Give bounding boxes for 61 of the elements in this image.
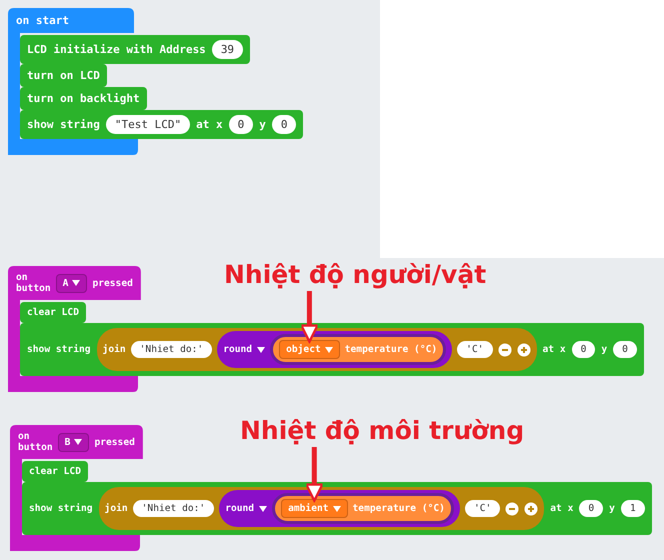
reporter-block [270,334,446,365]
arrow [305,447,324,502]
dropdown-label: ambient [288,503,329,514]
dropdown [279,340,340,359]
statement-block [20,35,250,64]
block-label: LCD initialize with Address [27,43,206,56]
block-label: join [104,503,128,514]
statement-block [22,461,88,482]
block-label: y [601,344,608,355]
value-field: "Test LCD" [106,115,190,134]
value-field: 39 [212,40,244,59]
block-label: at x [196,118,223,131]
value-field: 0 [572,341,596,358]
block-label: join [102,344,126,355]
statement-block [20,110,304,139]
reporter-block [96,328,536,371]
value-field: 0 [579,500,604,517]
statement-block [22,482,652,535]
reporter-block [98,487,544,530]
dropdown [56,274,88,292]
block-label: y [259,118,266,131]
block-label: temperature (°C) [352,503,445,514]
value-field: 1 [620,500,645,517]
value-field: 0 [228,115,254,134]
block-label: y [609,503,615,514]
block-label: on button [16,272,51,294]
statement-block [20,302,86,323]
block-label: on start [16,14,69,27]
block-label: show string [27,344,91,355]
value-field: 0 [613,341,637,358]
value-field: 0 [272,115,296,134]
block-label: turn on LCD [27,69,100,82]
reporter-block [217,331,452,368]
annotation-text: Nhiệt độ người/vật [224,260,486,289]
block-label: show string [27,118,100,131]
block-label: at x [550,503,574,514]
block-label: pressed [92,278,133,288]
dropdown [281,499,348,518]
block-label: show string [29,503,93,514]
value-field: 'Nhiet do:' [130,341,212,358]
dropdown-label: B [64,436,70,448]
annotation-text: Nhiệt độ môi trường [240,416,524,445]
value-field: 'C' [464,500,500,517]
value-field: 'Nhiet do:' [132,500,214,517]
value-field: 'C' [457,341,492,358]
block-label: clear LCD [27,307,79,318]
block-label: turn on backlight [27,92,140,105]
dropdown-label: object [286,344,321,355]
reporter-block [219,490,460,527]
block-label: clear LCD [29,466,81,477]
dropdown-label: A [62,278,68,288]
statement-block [20,323,644,376]
block-label: round [223,344,252,355]
block-label: on button [18,431,53,453]
arrow [300,291,319,343]
block-label: pressed [94,436,135,448]
block-label: round [225,503,254,514]
block-label: at x [542,344,566,355]
reporter-block [272,493,454,524]
block-label: temperature (°C) [344,344,438,355]
dropdown [58,432,90,452]
